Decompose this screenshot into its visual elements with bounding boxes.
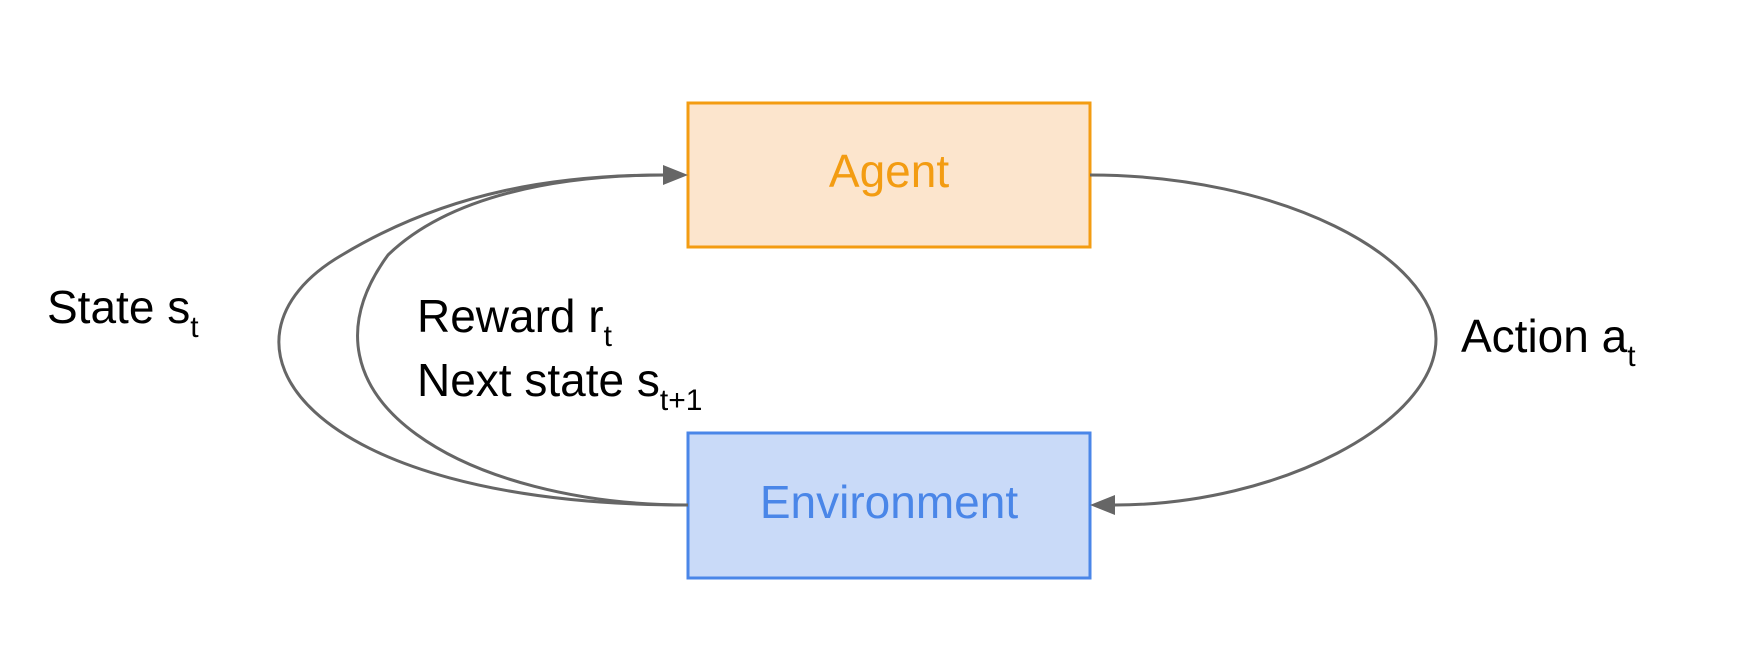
environment-node[interactable]: Environment (686, 431, 1092, 580)
environment-box (686, 431, 1092, 580)
environment-label: Environment (760, 476, 1018, 528)
state-arrow (663, 165, 688, 185)
agent-node[interactable]: Agent (686, 101, 1092, 249)
action-edge (1089, 173, 1438, 507)
reward-edge (356, 173, 689, 507)
state-label: State st (47, 281, 199, 344)
agent-label: Agent (829, 145, 949, 197)
reward-label: Reward rt (417, 290, 613, 353)
action-label: Action at (1461, 310, 1636, 373)
next-state-label: Next state st+1 (417, 354, 702, 417)
state-edge (277, 173, 689, 507)
agent-box (686, 101, 1092, 249)
action-arrow (1090, 495, 1115, 515)
